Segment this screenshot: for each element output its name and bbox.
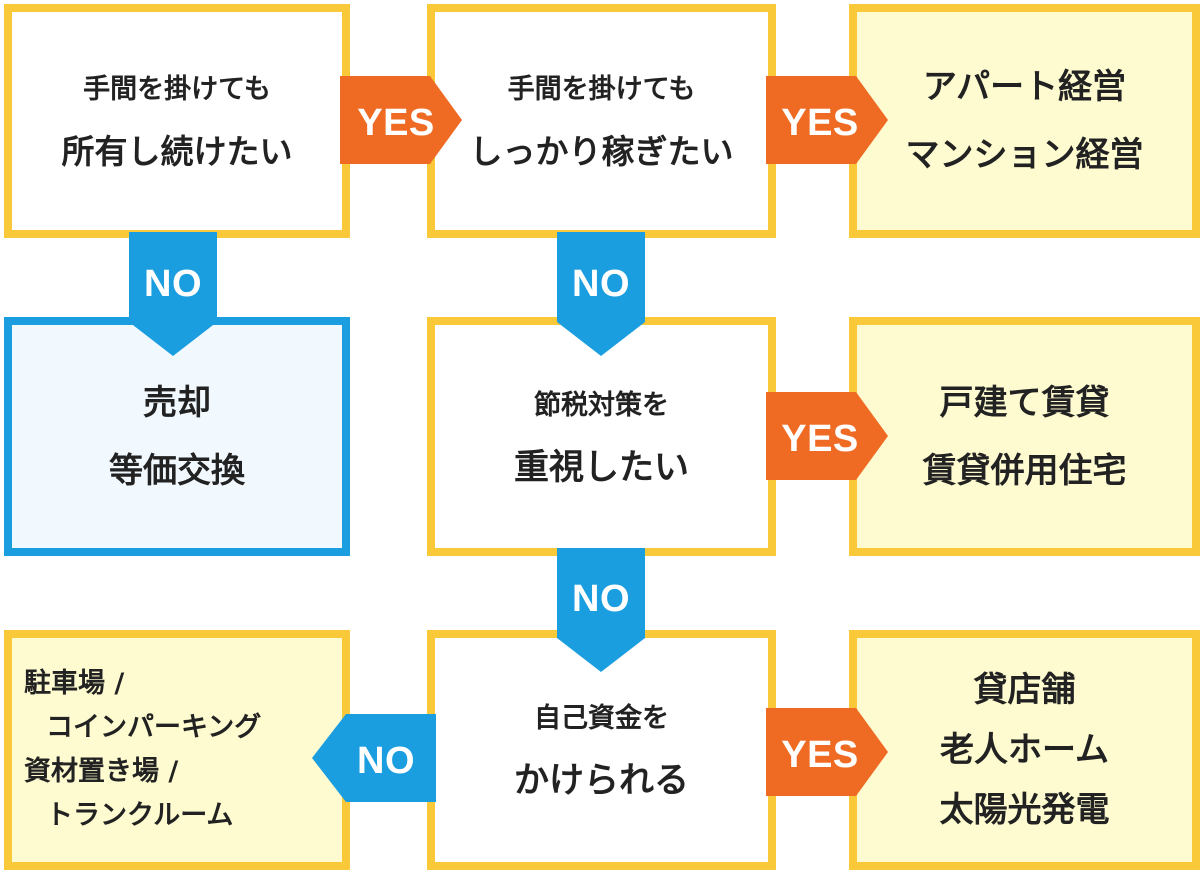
no-arrow-down-2-label: NO <box>572 263 630 305</box>
no-arrow-down-3-label: NO <box>572 578 630 620</box>
yes-arrow-2 <box>766 76 888 164</box>
question-own-funds-line-1: 自己資金を <box>534 703 669 734</box>
result-land-use-line-2: コインパーキング <box>46 712 262 743</box>
yes-arrow-4 <box>766 708 888 796</box>
result-commercial-line-3: 太陽光発電 <box>939 790 1110 830</box>
question-tax-saving-line-2: 重視したい <box>513 447 689 488</box>
result-land-use-line-3: 資材置き場 / <box>24 756 179 787</box>
question-earn-solidly: 手間を掛けても しっかり稼ぎたい <box>427 4 776 238</box>
no-arrow-down-1 <box>129 232 217 356</box>
result-house-rental-line-2: 賃貸併用住宅 <box>922 450 1127 491</box>
yes-arrow-3 <box>766 392 888 480</box>
no-arrow-left-label: NO <box>357 740 415 782</box>
result-house-rental: 戸建て賃貸 賃貸併用住宅 <box>849 317 1200 556</box>
yes-arrow-2-label: YES <box>781 102 859 144</box>
question-earn-solidly-line-2: しっかり稼ぎたい <box>469 132 734 171</box>
yes-arrow-1-label: YES <box>357 102 435 144</box>
result-commercial-line-2: 老人ホーム <box>940 730 1109 770</box>
question-tax-saving-line-1: 節税対策を <box>534 389 669 421</box>
result-apartment-mansion: アパート経営 マンション経営 <box>849 4 1200 238</box>
yes-arrow-1 <box>340 76 462 164</box>
question-keep-owning-line-1: 手間を掛けても <box>83 74 271 105</box>
question-earn-solidly-line-1: 手間を掛けても <box>507 74 696 105</box>
no-arrow-down-2 <box>557 232 645 356</box>
question-keep-owning: 手間を掛けても 所有し続けたい <box>4 4 350 238</box>
yes-arrow-4-label: YES <box>781 734 859 776</box>
result-sell-line-1: 売却 <box>143 382 211 423</box>
result-house-rental-line-1: 戸建て賃貸 <box>939 382 1110 423</box>
result-sell-exchange: 売却 等価交換 <box>4 317 350 556</box>
no-arrow-down-3 <box>557 548 645 672</box>
result-land-use-line-4: トランクルーム <box>46 800 234 831</box>
question-keep-owning-line-2: 所有し続けたい <box>61 132 293 171</box>
no-arrow-down-1-label: NO <box>144 263 202 305</box>
question-own-funds-line-2: かけられる <box>513 761 689 801</box>
result-land-use: 駐車場 / コインパーキング 資材置き場 / トランクルーム <box>4 630 350 870</box>
result-apartment-line-1: アパート経営 <box>922 67 1127 107</box>
no-arrow-left <box>312 714 436 802</box>
yes-arrow-3-label: YES <box>781 418 859 460</box>
result-commercial: 貸店舗 老人ホーム 太陽光発電 <box>849 630 1200 870</box>
result-land-use-line-1: 駐車場 / <box>24 668 125 699</box>
result-sell-line-2: 等価交換 <box>109 450 245 491</box>
result-commercial-line-1: 貸店舗 <box>973 670 1076 710</box>
result-apartment-line-2: マンション経営 <box>905 135 1144 175</box>
